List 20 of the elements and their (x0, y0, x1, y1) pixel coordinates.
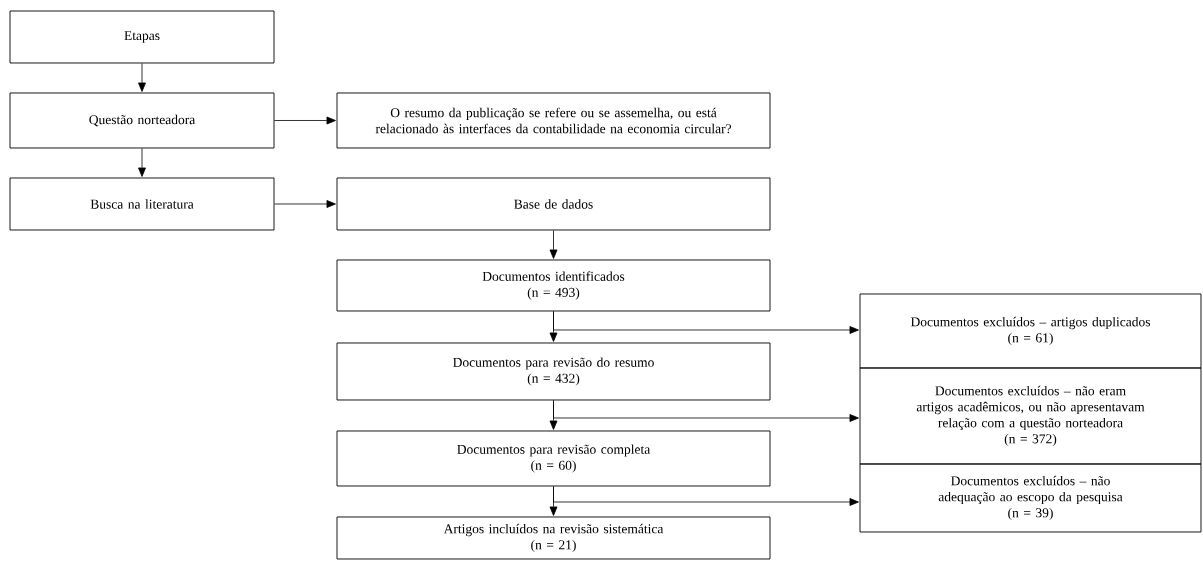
arrow (553, 400, 859, 422)
arrow (553, 486, 859, 506)
process-box: Documentos para revisão do resumo (n = 432) (336, 342, 771, 401)
process-box: O resumo da publicação se refere ou se assemelha, ou está relacionado às interfaces da contabilidade na economia circular? (336, 92, 771, 149)
arrow (138, 63, 146, 92)
process-box: Base de dados (336, 177, 771, 231)
process-box: Documentos excluídos – artigos duplicados (n = 61) (859, 293, 1202, 369)
arrow (274, 116, 336, 125)
process-box: Documentos para revisão completa (n = 60) (336, 430, 771, 487)
process-box: Documentos excluídos – não adequação ao escopo da pesquisa (n = 39) (859, 463, 1202, 533)
arrow (549, 230, 558, 259)
arrow (138, 148, 146, 177)
process-box: Etapas (9, 10, 275, 64)
arrow (274, 200, 336, 208)
process-box: Questão norteadora (9, 92, 275, 149)
process-box: Busca na literatura (9, 177, 275, 231)
arrow (553, 311, 859, 334)
process-box: Documentos identificados (n = 493) (336, 259, 771, 312)
process-box: Documentos excluídos – não eram artigos acadêmicos, ou não apresentavam relação com a questão norteadora (n = 372) (859, 367, 1202, 465)
process-box: Artigos incluídos na revisão sistemática (n = 21) (336, 516, 771, 560)
